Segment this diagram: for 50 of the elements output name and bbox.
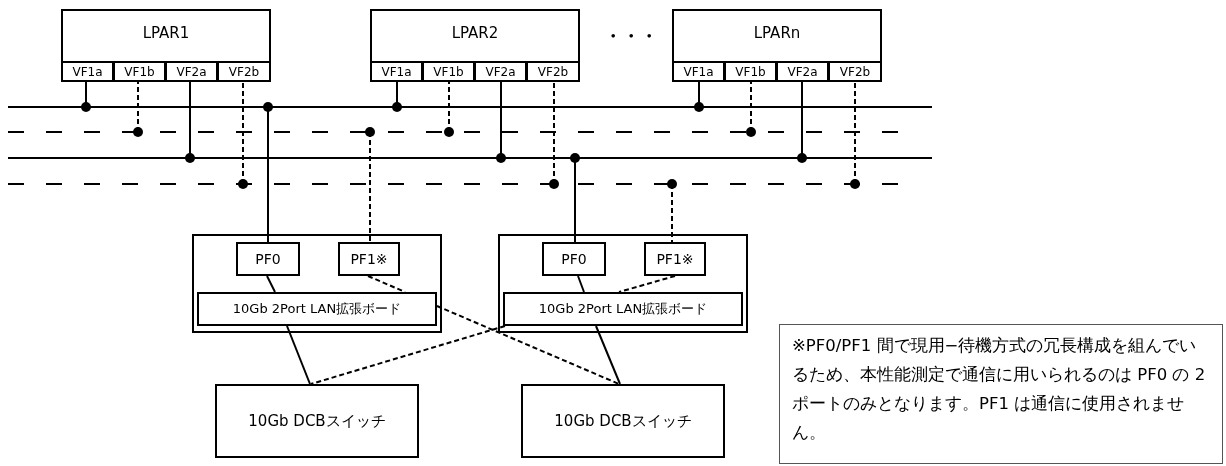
switch-box: 10Gb DCBスイッチ <box>215 384 419 458</box>
connector-with-dot <box>694 81 704 112</box>
connector-line <box>595 325 621 385</box>
expansion-board-box: 10Gb 2Port LAN拡張ボード <box>503 292 743 326</box>
vf-port-cell: VF2b <box>526 61 580 82</box>
adapter-card <box>192 234 442 333</box>
connector-with-dot <box>444 81 454 137</box>
connector-with-dot <box>81 81 91 112</box>
vf-port-cell: VF2b <box>217 61 271 82</box>
pf-port-box: PF0 <box>236 242 300 276</box>
connector-line <box>286 325 311 385</box>
connector-with-dot <box>496 81 506 163</box>
connector-with-dot <box>746 81 756 137</box>
expansion-board-box: 10Gb 2Port LAN拡張ボード <box>197 292 437 326</box>
pf-port-box: PF0 <box>542 242 606 276</box>
vf-port-cell: VF2b <box>828 61 882 82</box>
pf-port-box: PF1※ <box>644 242 706 276</box>
connector-with-dot <box>238 81 248 189</box>
vf-port-cell: VF2a <box>776 61 829 82</box>
network-bus-line <box>8 157 932 159</box>
lpar-box: LPAR1 VF1a VF1b VF2a VF2b <box>61 9 271 82</box>
note-box: ※PF0/PF1 間で現用−待機方式の冗長構成を組んでいるため、本性能測定で通信に用いられるのは PF0 の 2 ポートのみとなります。PF1 は通信に使用されません。 <box>779 324 1223 464</box>
connector-with-dot <box>667 179 677 243</box>
vf-port-cell: VF1a <box>672 61 725 82</box>
switch-box: 10Gb DCBスイッチ <box>521 384 725 458</box>
vf-port-cell: VF1a <box>370 61 423 82</box>
connector-line <box>577 275 585 293</box>
adapter-card <box>498 234 748 333</box>
connector-with-dot <box>570 153 580 243</box>
connector-with-dot <box>549 81 559 189</box>
connector-with-dot <box>133 81 143 137</box>
lpar-box: LPARn VF1a VF1b VF2a VF2b <box>672 9 882 82</box>
connector-with-dot <box>850 81 860 189</box>
vf-port-cell: VF1a <box>61 61 114 82</box>
network-bus-line <box>8 106 932 108</box>
connector-with-dot <box>797 81 807 163</box>
pf-port-box: PF1※ <box>338 242 400 276</box>
vf-port-cell: VF1b <box>422 61 475 82</box>
connector-with-dot <box>263 102 273 243</box>
ellipsis-dots: ・・・ <box>604 24 658 48</box>
connector-line <box>310 325 506 385</box>
connector-with-dot <box>392 81 402 112</box>
vf-port-cell: VF2a <box>165 61 218 82</box>
vf-port-cell: VF1b <box>113 61 166 82</box>
vf-port-cell: VF2a <box>474 61 527 82</box>
connector-with-dot <box>365 127 375 243</box>
connector-line <box>436 305 620 385</box>
vf-port-cell: VF1b <box>724 61 777 82</box>
connector-with-dot <box>185 81 195 163</box>
lpar-box: LPAR2 VF1a VF1b VF2a VF2b <box>370 9 580 82</box>
